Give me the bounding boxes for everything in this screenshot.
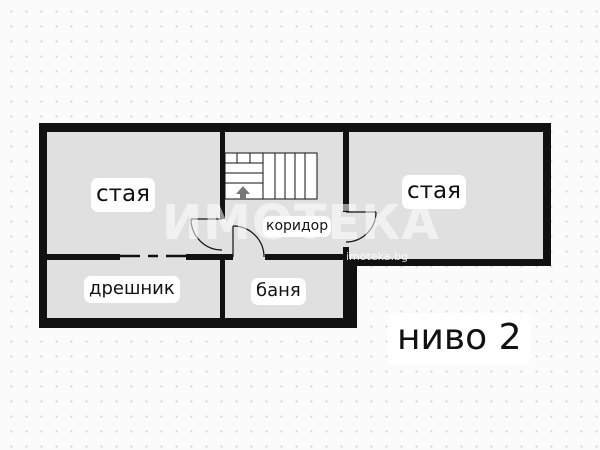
door-swings <box>190 211 377 258</box>
door-gap-right-room <box>342 212 350 247</box>
bathroom-label: баня <box>251 278 306 305</box>
level-label: ниво 2 <box>388 313 531 365</box>
room-label-right: стая <box>402 175 466 209</box>
door-gap-left-room <box>219 219 226 254</box>
door-gap-bathroom <box>233 253 265 261</box>
watermark-site: imoteka.bg <box>346 250 408 263</box>
room-label-left: стая <box>91 178 155 212</box>
closet-label: дрешник <box>84 276 180 303</box>
arrow-up-icon <box>236 186 250 199</box>
corridor-label: коридор <box>263 216 332 237</box>
